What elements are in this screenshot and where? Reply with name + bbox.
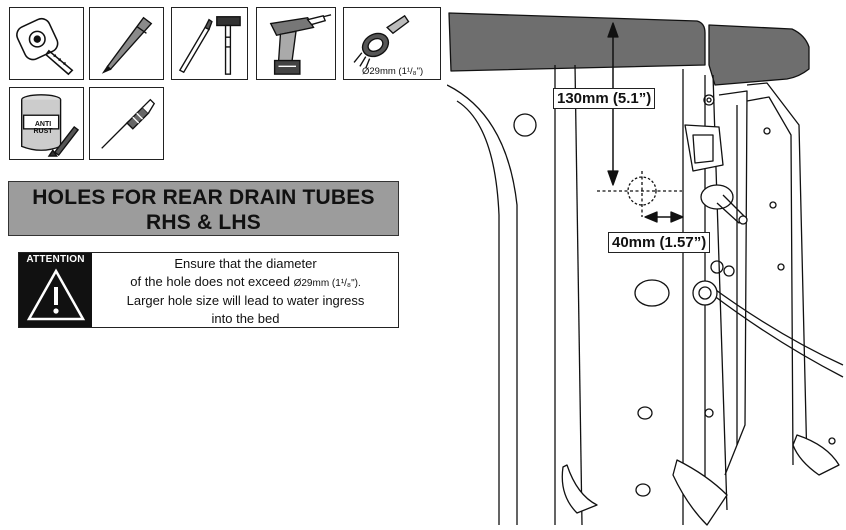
horizontal-dimension-label: 40mm (1.57”) <box>608 232 711 253</box>
paint-can-icon <box>21 94 80 157</box>
screwdriver-icon <box>101 98 156 149</box>
attention-hole-size: Ø29mm (1¹/₈"). <box>293 277 361 289</box>
attention-line-1: Ensure that the diameter <box>174 256 317 271</box>
attention-notice: ATTENTION Ensure that the diameter of th… <box>18 252 399 328</box>
tailgate-top-cap <box>448 12 706 72</box>
hole-saw-icon <box>353 14 410 69</box>
attention-line-2: of the hole does not exceed Ø29mm (1¹/₈"… <box>93 273 398 293</box>
tape-measure-tile <box>9 7 84 80</box>
heading-line-1: HOLES FOR REAR DRAIN TUBES <box>32 186 375 209</box>
tape-measure-icon <box>16 17 74 76</box>
attention-line-3: Larger hole size will lead to water ingr… <box>126 293 365 308</box>
hole-saw-size-caption: Ø29mm (1¹/₈") <box>362 66 424 77</box>
attention-line-4: into the bed <box>211 310 280 326</box>
screwdriver-tile <box>89 87 164 160</box>
anti-rust-tile: ANTI RUST <box>9 87 84 160</box>
drill-icon <box>269 14 332 75</box>
attention-badge: ATTENTION <box>19 253 92 327</box>
attention-badge-label: ATTENTION <box>26 254 85 265</box>
tailgate-corner-cap <box>708 24 810 86</box>
attention-line-2-text: of the hole does not exceed <box>130 273 294 289</box>
vertical-dimension-label: 130mm (5.1”) <box>553 88 656 109</box>
section-heading: HOLES FOR REAR DRAIN TUBES RHS & LHS <box>8 181 399 236</box>
punch-hammer-tile <box>171 7 248 80</box>
drill-tile <box>256 7 336 80</box>
anti-rust-can-label: ANTI RUST <box>33 121 53 135</box>
marker-pen-icon <box>101 16 153 74</box>
hole-saw-tile: Ø29mm (1¹/₈") <box>343 7 441 80</box>
warning-icon <box>26 268 86 321</box>
tailgate-drain-hole-drawing <box>447 12 844 526</box>
marker-pen-tile <box>89 7 164 80</box>
heading-line-2: RHS & LHS <box>146 211 261 234</box>
hammer-icon <box>178 16 241 75</box>
attention-message: Ensure that the diameter of the hole doe… <box>93 255 398 327</box>
